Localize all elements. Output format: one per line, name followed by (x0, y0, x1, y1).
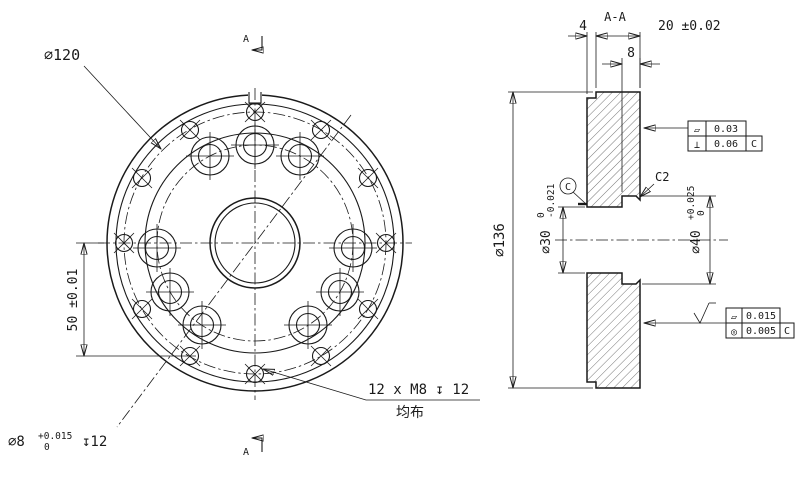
dim-d30-tol-upper: 0 (536, 212, 547, 218)
dim-20: 20 ±0.02 (596, 19, 721, 88)
dim-d120-label: ∅120 (44, 46, 80, 64)
perpendicularity-symbol-icon: ⊥ (694, 140, 700, 151)
perpendicularity-value: 0.06 (714, 139, 738, 150)
concentricity-value: 0.005 (746, 326, 776, 337)
concentricity-datum: C (784, 326, 790, 337)
datum-c-flag: C (559, 177, 587, 206)
flatness2-symbol-icon: ▱ (731, 312, 737, 323)
flatness-value: 0.03 (714, 124, 738, 135)
diagonal-centerline (116, 114, 352, 428)
note-12xM8: 12 x M8 ↧ 12 均布 (263, 369, 480, 421)
dim-50-label: 50 ±0.01 (66, 269, 81, 332)
dim-d40-tol-upper: +0.025 (686, 186, 697, 220)
section-letter-bottom: A (243, 447, 249, 458)
chamfer-label: C2 (655, 170, 669, 184)
dim-d40-label: ∅40 (689, 230, 704, 253)
dim-chamfer: C2 (640, 170, 669, 197)
dim-d136-label: ∅136 (492, 223, 508, 257)
dim-d30-tol-lower: -0.021 (546, 183, 557, 218)
section-upper-half (586, 91, 641, 208)
note-12xM8-label: 12 x M8 ↧ 12 (368, 382, 469, 398)
dim-d136: ∅136 (492, 92, 593, 388)
dim-8: 8 (602, 46, 660, 192)
surface-finish-icon (693, 302, 716, 324)
section-cut-mark-bottom: A (243, 438, 262, 458)
dim-d30: ∅30 0 -0.021 (536, 183, 585, 273)
dim-d8-depth: ↧12 (82, 434, 107, 450)
dim-d8-tol-upper: +0.015 (38, 431, 72, 442)
dim-20-label: 20 ±0.02 (658, 19, 721, 34)
section-cut-mark-top: A (243, 34, 262, 50)
front-view: ∅120 50 ±0.01 ∅8 +0.015 0 ↧12 12 x M8 ↧ … (8, 34, 480, 458)
concentricity-symbol-icon: ◎ (731, 327, 737, 338)
dim-d40: ∅40 +0.025 0 (642, 186, 716, 284)
note-evenly-spaced-label: 均布 (396, 405, 424, 421)
section-view: 4 A-A 20 ±0.02 8 ∅136 (492, 10, 795, 389)
dim-d120: ∅120 (44, 46, 161, 149)
section-letter-top: A (243, 34, 249, 45)
fcf-bottom: ▱ 0.015 ◎ 0.005 C (644, 302, 795, 339)
dim-4-label: 4 (579, 19, 587, 34)
dim-d8: ∅8 +0.015 0 ↧12 (8, 431, 107, 453)
section-lower-half (586, 272, 641, 389)
dim-d8-tol-lower: 0 (44, 442, 50, 453)
perpendicularity-datum: C (751, 139, 757, 150)
dim-d8-label: ∅8 (8, 434, 25, 450)
dim-50: 50 ±0.01 (66, 243, 196, 356)
datum-circle-icon (559, 177, 577, 195)
dim-4: 4 (568, 19, 597, 94)
datum-letter: C (565, 182, 571, 193)
dim-d40-tol-lower: 0 (696, 210, 707, 216)
fcf-top: ▱ 0.03 ⊥ 0.06 C (644, 120, 763, 152)
flatness2-value: 0.015 (746, 311, 776, 322)
section-title: A-A (604, 10, 626, 24)
flatness-symbol-icon: ▱ (694, 125, 700, 136)
dim-8-label: 8 (627, 46, 635, 61)
dim-d30-label: ∅30 (539, 230, 554, 253)
